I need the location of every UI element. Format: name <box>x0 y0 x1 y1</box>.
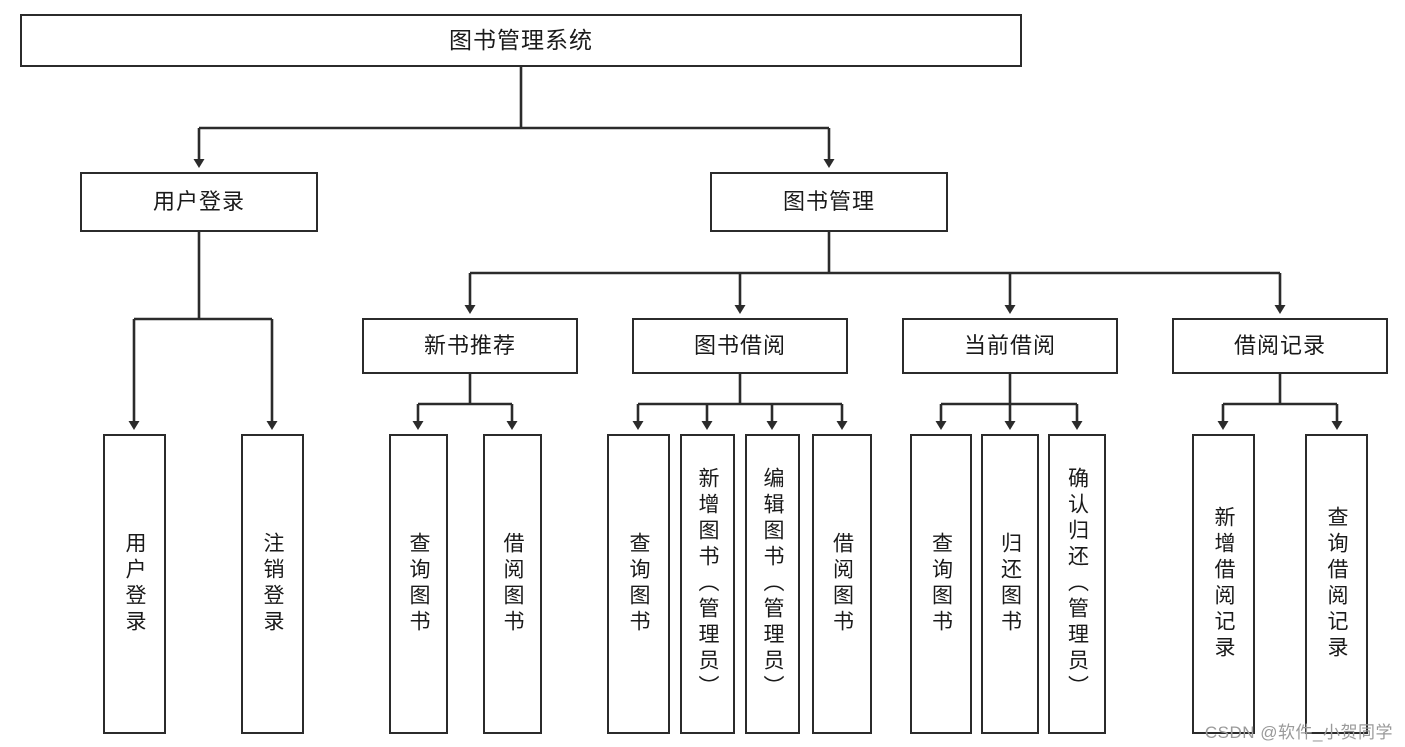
node-label: 查询图书 <box>407 532 430 636</box>
leaf-return-books[interactable]: 归还图书 <box>981 434 1039 734</box>
node-label: 图书管理 <box>782 188 875 214</box>
leaf-user-login[interactable]: 用户登录 <box>103 434 166 734</box>
leaf-query-books-borrowing[interactable]: 查询图书 <box>607 434 670 734</box>
node-label: 借阅记录 <box>1233 332 1326 358</box>
node-root[interactable]: 图书管理系统 <box>20 14 1022 67</box>
node-label: 查询图书 <box>929 532 953 636</box>
node-label: 用户登录 <box>123 532 146 636</box>
node-label: 当前借阅 <box>963 332 1056 358</box>
node-label: 新增图书（管理员） <box>696 467 719 701</box>
node-label: 编辑图书（管理员） <box>761 467 784 701</box>
node-label: 图书借阅 <box>693 332 786 358</box>
leaf-query-borrow-record[interactable]: 查询借阅记录 <box>1305 434 1368 734</box>
leaf-confirm-return-admin[interactable]: 确认归还（管理员） <box>1048 434 1106 734</box>
leaf-logout[interactable]: 注销登录 <box>241 434 304 734</box>
node-new-book-recommendation[interactable]: 新书推荐 <box>362 318 578 374</box>
csdn-watermark: CSDN @软件_小贺同学 <box>1204 723 1393 742</box>
leaf-borrow-books-recommend[interactable]: 借阅图书 <box>483 434 542 734</box>
node-label: 用户登录 <box>152 188 245 214</box>
leaf-add-borrow-record[interactable]: 新增借阅记录 <box>1192 434 1255 734</box>
node-borrow-records[interactable]: 借阅记录 <box>1172 318 1388 374</box>
node-user-login[interactable]: 用户登录 <box>80 172 318 232</box>
node-label: 新书推荐 <box>423 332 516 358</box>
node-label: 查询图书 <box>627 532 650 636</box>
node-label: 归还图书 <box>998 532 1022 636</box>
node-current-borrowing[interactable]: 当前借阅 <box>902 318 1118 374</box>
leaf-edit-book-admin[interactable]: 编辑图书（管理员） <box>745 434 800 734</box>
leaf-borrow-books-borrowing[interactable]: 借阅图书 <box>812 434 872 734</box>
node-label: 借阅图书 <box>501 532 524 636</box>
node-book-management[interactable]: 图书管理 <box>710 172 948 232</box>
node-label: 借阅图书 <box>830 532 854 636</box>
node-label: 图书管理系统 <box>449 26 593 53</box>
node-book-borrowing[interactable]: 图书借阅 <box>632 318 848 374</box>
node-label: 注销登录 <box>261 532 284 636</box>
node-label: 新增借阅记录 <box>1212 506 1235 662</box>
leaf-query-books-recommend[interactable]: 查询图书 <box>389 434 448 734</box>
leaf-query-books-current[interactable]: 查询图书 <box>910 434 972 734</box>
leaf-add-book-admin[interactable]: 新增图书（管理员） <box>680 434 735 734</box>
node-label: 查询借阅记录 <box>1325 506 1348 662</box>
node-label: 确认归还（管理员） <box>1065 467 1089 701</box>
